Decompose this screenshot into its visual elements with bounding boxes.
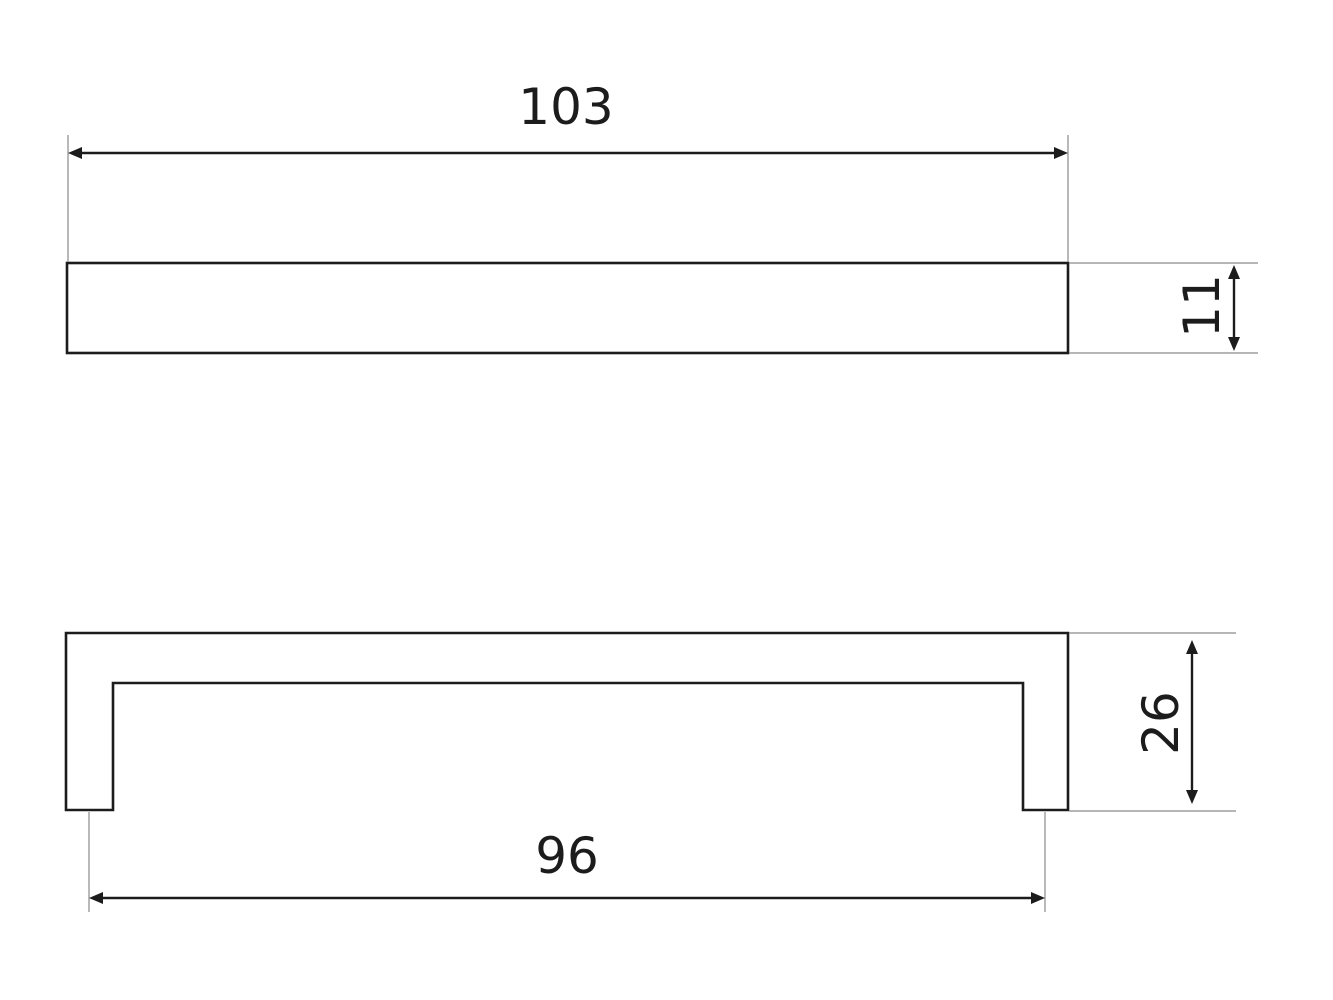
height-dimension-label: 26 xyxy=(1132,691,1190,755)
thickness-dimension-label: 11 xyxy=(1173,274,1231,338)
thickness-arrow-bottom xyxy=(1228,337,1240,351)
spacing-arrow-right xyxy=(1031,892,1045,904)
height-arrow-top xyxy=(1186,640,1198,654)
side-view-outline xyxy=(64,631,1070,812)
thickness-arrow-top xyxy=(1228,265,1240,279)
length-dimension-label: 103 xyxy=(518,78,613,136)
spacing-arrow-left xyxy=(89,892,103,904)
top-view-outline xyxy=(65,261,1070,355)
spacing-dimension-label: 96 xyxy=(535,827,599,885)
length-arrow-left xyxy=(68,147,82,159)
side-view: 26 96 xyxy=(64,631,1236,912)
height-arrow-bottom xyxy=(1186,790,1198,804)
length-arrow-right xyxy=(1054,147,1068,159)
top-view: 103 11 xyxy=(65,78,1258,355)
